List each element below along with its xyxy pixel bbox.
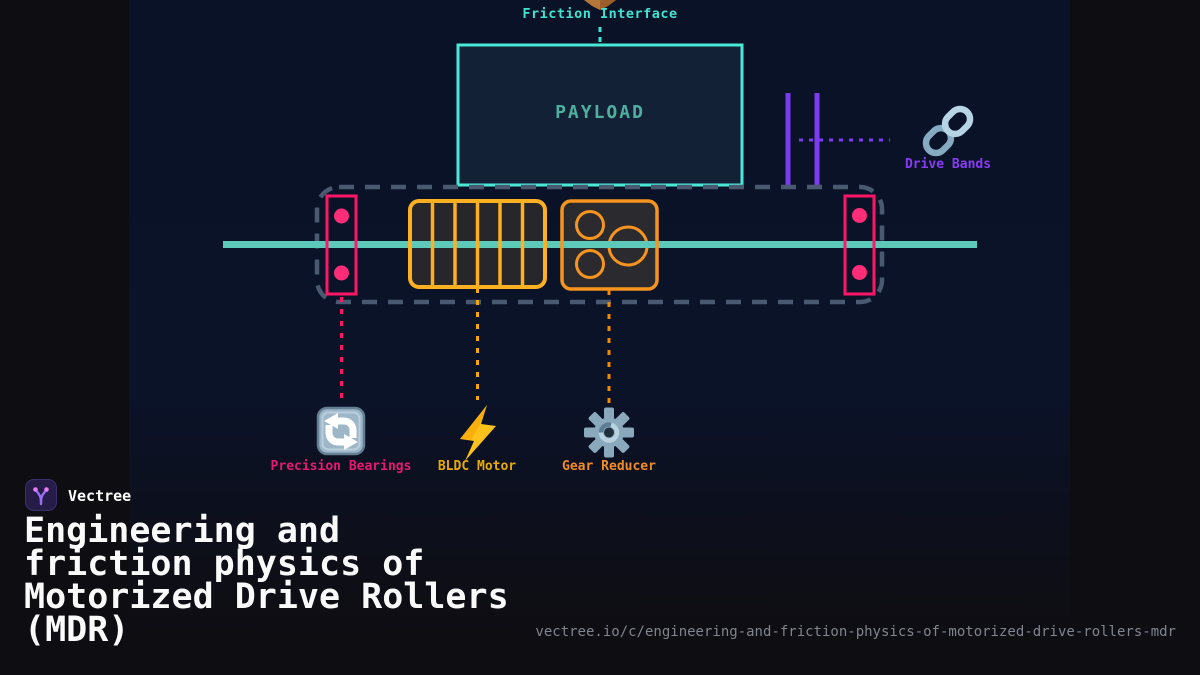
vectree-logo [25, 479, 57, 511]
shaft [223, 241, 977, 248]
legend-label-gear-reducer: Gear Reducer [562, 459, 656, 474]
gear-circle [575, 210, 605, 240]
package-icon-shade [600, 0, 616, 10]
page-title: Engineering and friction physics of Moto… [24, 511, 624, 650]
gearbox-outline [560, 199, 659, 291]
title-line: Motorized Drive Rollers [24, 577, 509, 617]
brand-name: Vectree [68, 487, 132, 505]
callout-connectors [340, 288, 611, 403]
title-line: (MDR) [24, 610, 130, 650]
title-line: friction physics of [24, 544, 425, 584]
title-line: Engineering and [24, 511, 341, 551]
motor-stator [408, 199, 547, 289]
bearing-left [325, 194, 358, 296]
chain-link-icon [922, 105, 974, 157]
payload-label: PAYLOAD [555, 102, 645, 123]
drive-bands-group [785, 93, 974, 188]
gear-circle [575, 249, 605, 279]
page-url: vectree.io/c/engineering-and-friction-ph… [535, 624, 1176, 640]
friction-interface-label: Friction Interface [522, 6, 678, 22]
legend-label-bldc-motor: BLDC Motor [437, 459, 517, 474]
repeat-arrows-icon [316, 406, 366, 456]
gear-icon [584, 407, 634, 458]
lightning-bolt-icon [460, 405, 496, 461]
roller-assembly [223, 184, 977, 305]
vectree-logo-glyph [33, 487, 49, 506]
legend-label-precision-bearings: Precision Bearings [270, 459, 412, 474]
drive-bands-label: Drive Bands [904, 157, 992, 172]
bearing-right [843, 194, 876, 296]
